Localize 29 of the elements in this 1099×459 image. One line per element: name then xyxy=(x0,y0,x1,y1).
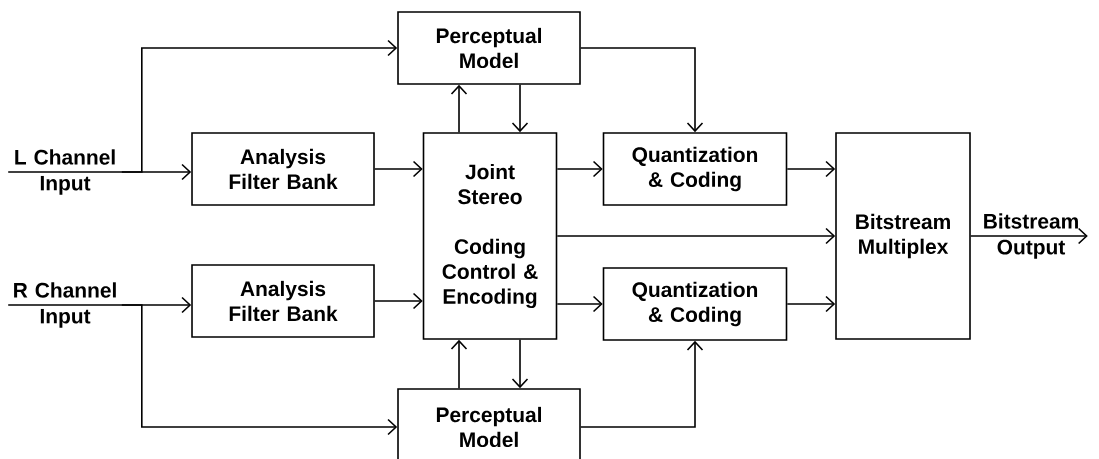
process-box: Analysis Filter Bank xyxy=(191,264,375,338)
arrow xyxy=(7,296,192,314)
arrow xyxy=(511,339,529,389)
process-box: Analysis Filter Bank xyxy=(191,132,375,206)
arrow xyxy=(580,340,704,428)
signal-label: R Channel Input xyxy=(14,282,116,328)
arrow xyxy=(121,304,398,436)
arrow xyxy=(786,295,836,313)
process-box: Perceptual Model xyxy=(397,388,581,459)
process-box: Quantization & Coding xyxy=(602,132,788,206)
arrow xyxy=(374,160,423,178)
signal-label: L Channel Input xyxy=(15,149,115,195)
arrow xyxy=(7,163,192,181)
process-box: Joint Stereo Coding Control & Encoding xyxy=(422,132,558,340)
arrow xyxy=(786,160,836,178)
process-box: Quantization & Coding xyxy=(602,267,788,341)
arrow xyxy=(556,160,603,178)
arrow xyxy=(511,84,529,133)
arrow xyxy=(556,295,603,313)
signal-label: Bitstream Output xyxy=(984,213,1078,259)
arrow xyxy=(450,84,468,133)
process-box: Perceptual Model xyxy=(397,11,581,85)
arrow xyxy=(450,339,468,389)
arrow xyxy=(121,39,398,173)
arrow xyxy=(970,227,1088,245)
process-box: Bitstream Multiplex xyxy=(835,132,971,340)
arrow xyxy=(556,227,836,245)
arrow xyxy=(580,47,704,133)
arrow xyxy=(374,292,423,310)
